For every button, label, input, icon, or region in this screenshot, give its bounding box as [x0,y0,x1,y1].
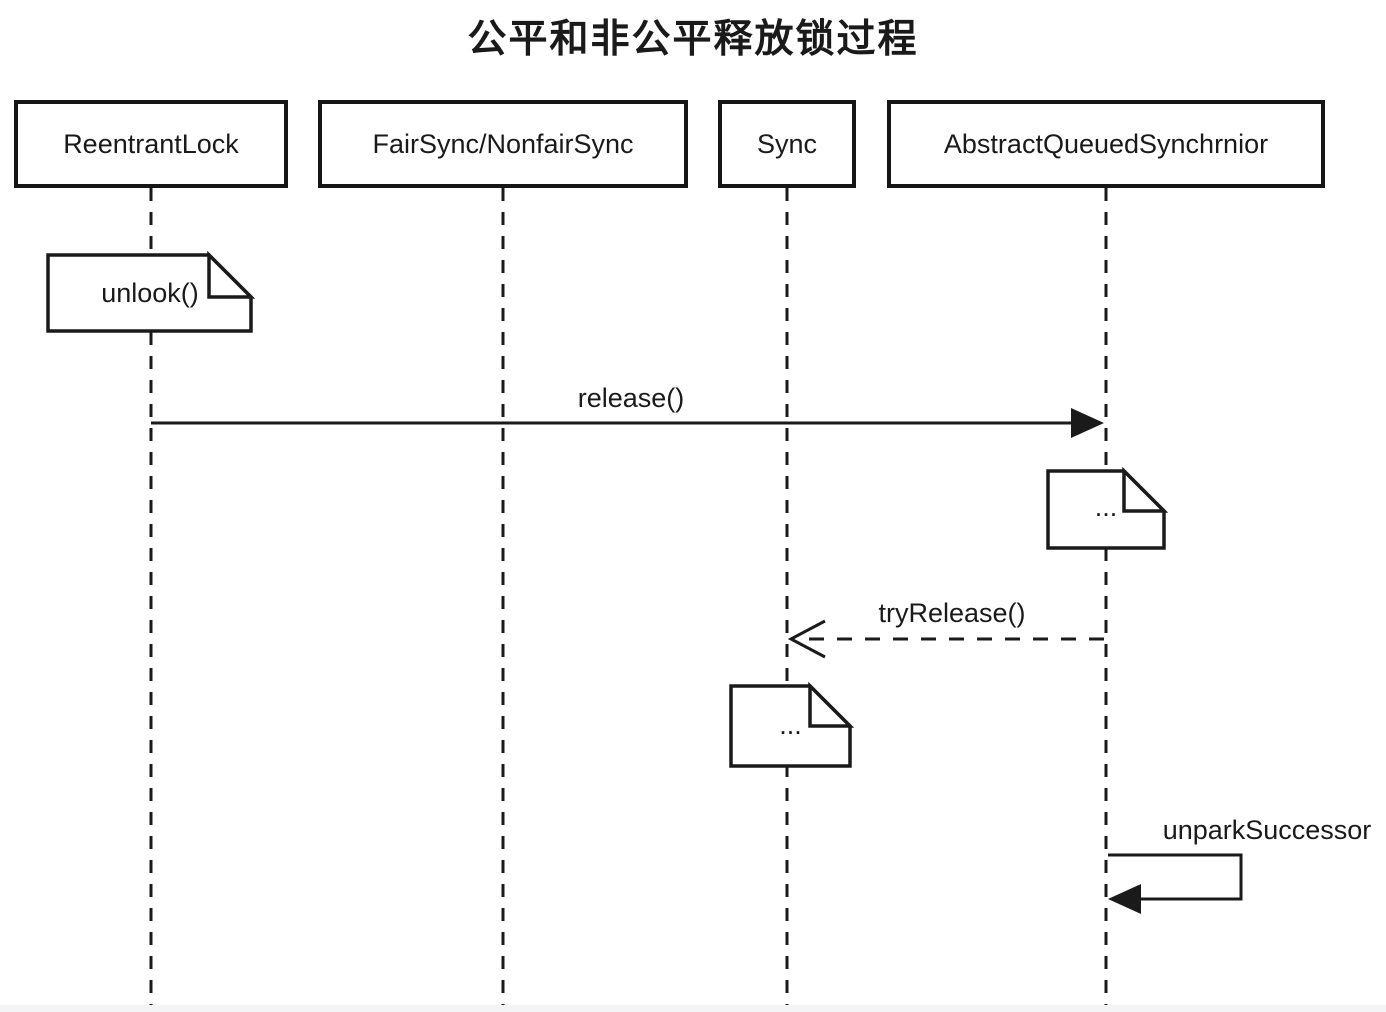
message-unparksuccessor-arrowhead-icon [1108,884,1141,914]
note-aqs-ellipsis [1046,466,1169,550]
note-unlook [46,250,256,333]
participant-box-abstractqueuedsynchrnior: AbstractQueuedSynchrnior [887,100,1325,188]
message-unparksuccessor-line [1108,853,1243,901]
diagram-title: 公平和非公平释放锁过程 [467,18,919,61]
participant-label: FairSync/NonfairSync [372,128,634,159]
message-tryrelease-arrowhead-icon [787,619,826,659]
participant-box-sync: Sync [718,100,856,188]
message-release-label: release() [577,383,685,413]
message-release-arrowhead-icon [1071,408,1104,438]
note-aqs-fold-icon [1122,466,1169,513]
note-sync-ellipsis [729,681,855,768]
note-unlook-fold-icon [207,250,256,299]
message-unparksuccessor-label: unparkSuccessor [1162,815,1372,845]
note-sync-text: ... [779,710,802,740]
participant-box-reentrantlock: ReentrantLock [14,100,288,188]
participant-box-fairsync-nonfairsync: FairSync/NonfairSync [318,100,688,188]
note-unlook-text: unlook() [101,278,199,308]
note-sync-fold-icon [808,681,855,728]
note-unlook-shape [46,253,253,333]
note-aqs-text: ... [1094,492,1118,522]
participant-label: Sync [756,128,818,159]
participant-label: AbstractQueuedSynchrnior [943,128,1269,159]
participant-label: ReentrantLock [63,128,239,159]
bottom-strip [0,1005,1386,1012]
message-tryrelease-label: tryRelease() [878,598,1026,628]
